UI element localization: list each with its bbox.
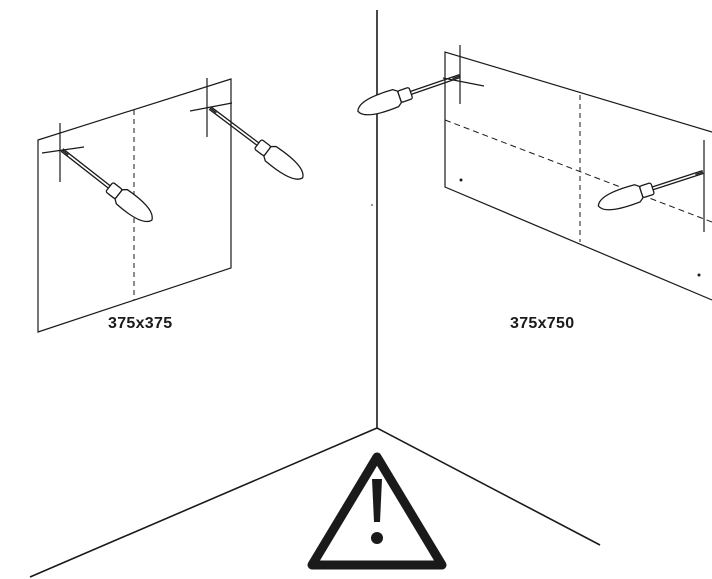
panel-left-size-label: 375x375 bbox=[108, 315, 173, 332]
screwdriver-icon bbox=[60, 148, 153, 223]
panel-right-divider-horizontal bbox=[444, 119, 712, 223]
screwdriver-icon bbox=[357, 73, 461, 116]
floor-edge-right bbox=[376, 427, 601, 546]
screw-hole bbox=[697, 273, 701, 277]
crosshair-icon bbox=[442, 45, 485, 104]
panel-left-outline bbox=[37, 78, 232, 333]
screwdriver-icon bbox=[597, 169, 704, 211]
panel-right-size-label: 375x750 bbox=[510, 315, 575, 332]
floor-edge-left bbox=[29, 427, 378, 578]
panel-right-outline bbox=[444, 51, 712, 301]
room-corner bbox=[29, 10, 601, 578]
screw-hole bbox=[459, 178, 463, 182]
screwdriver-icon bbox=[208, 106, 304, 180]
panel-right bbox=[442, 45, 712, 301]
warning-triangle-icon bbox=[307, 452, 447, 570]
